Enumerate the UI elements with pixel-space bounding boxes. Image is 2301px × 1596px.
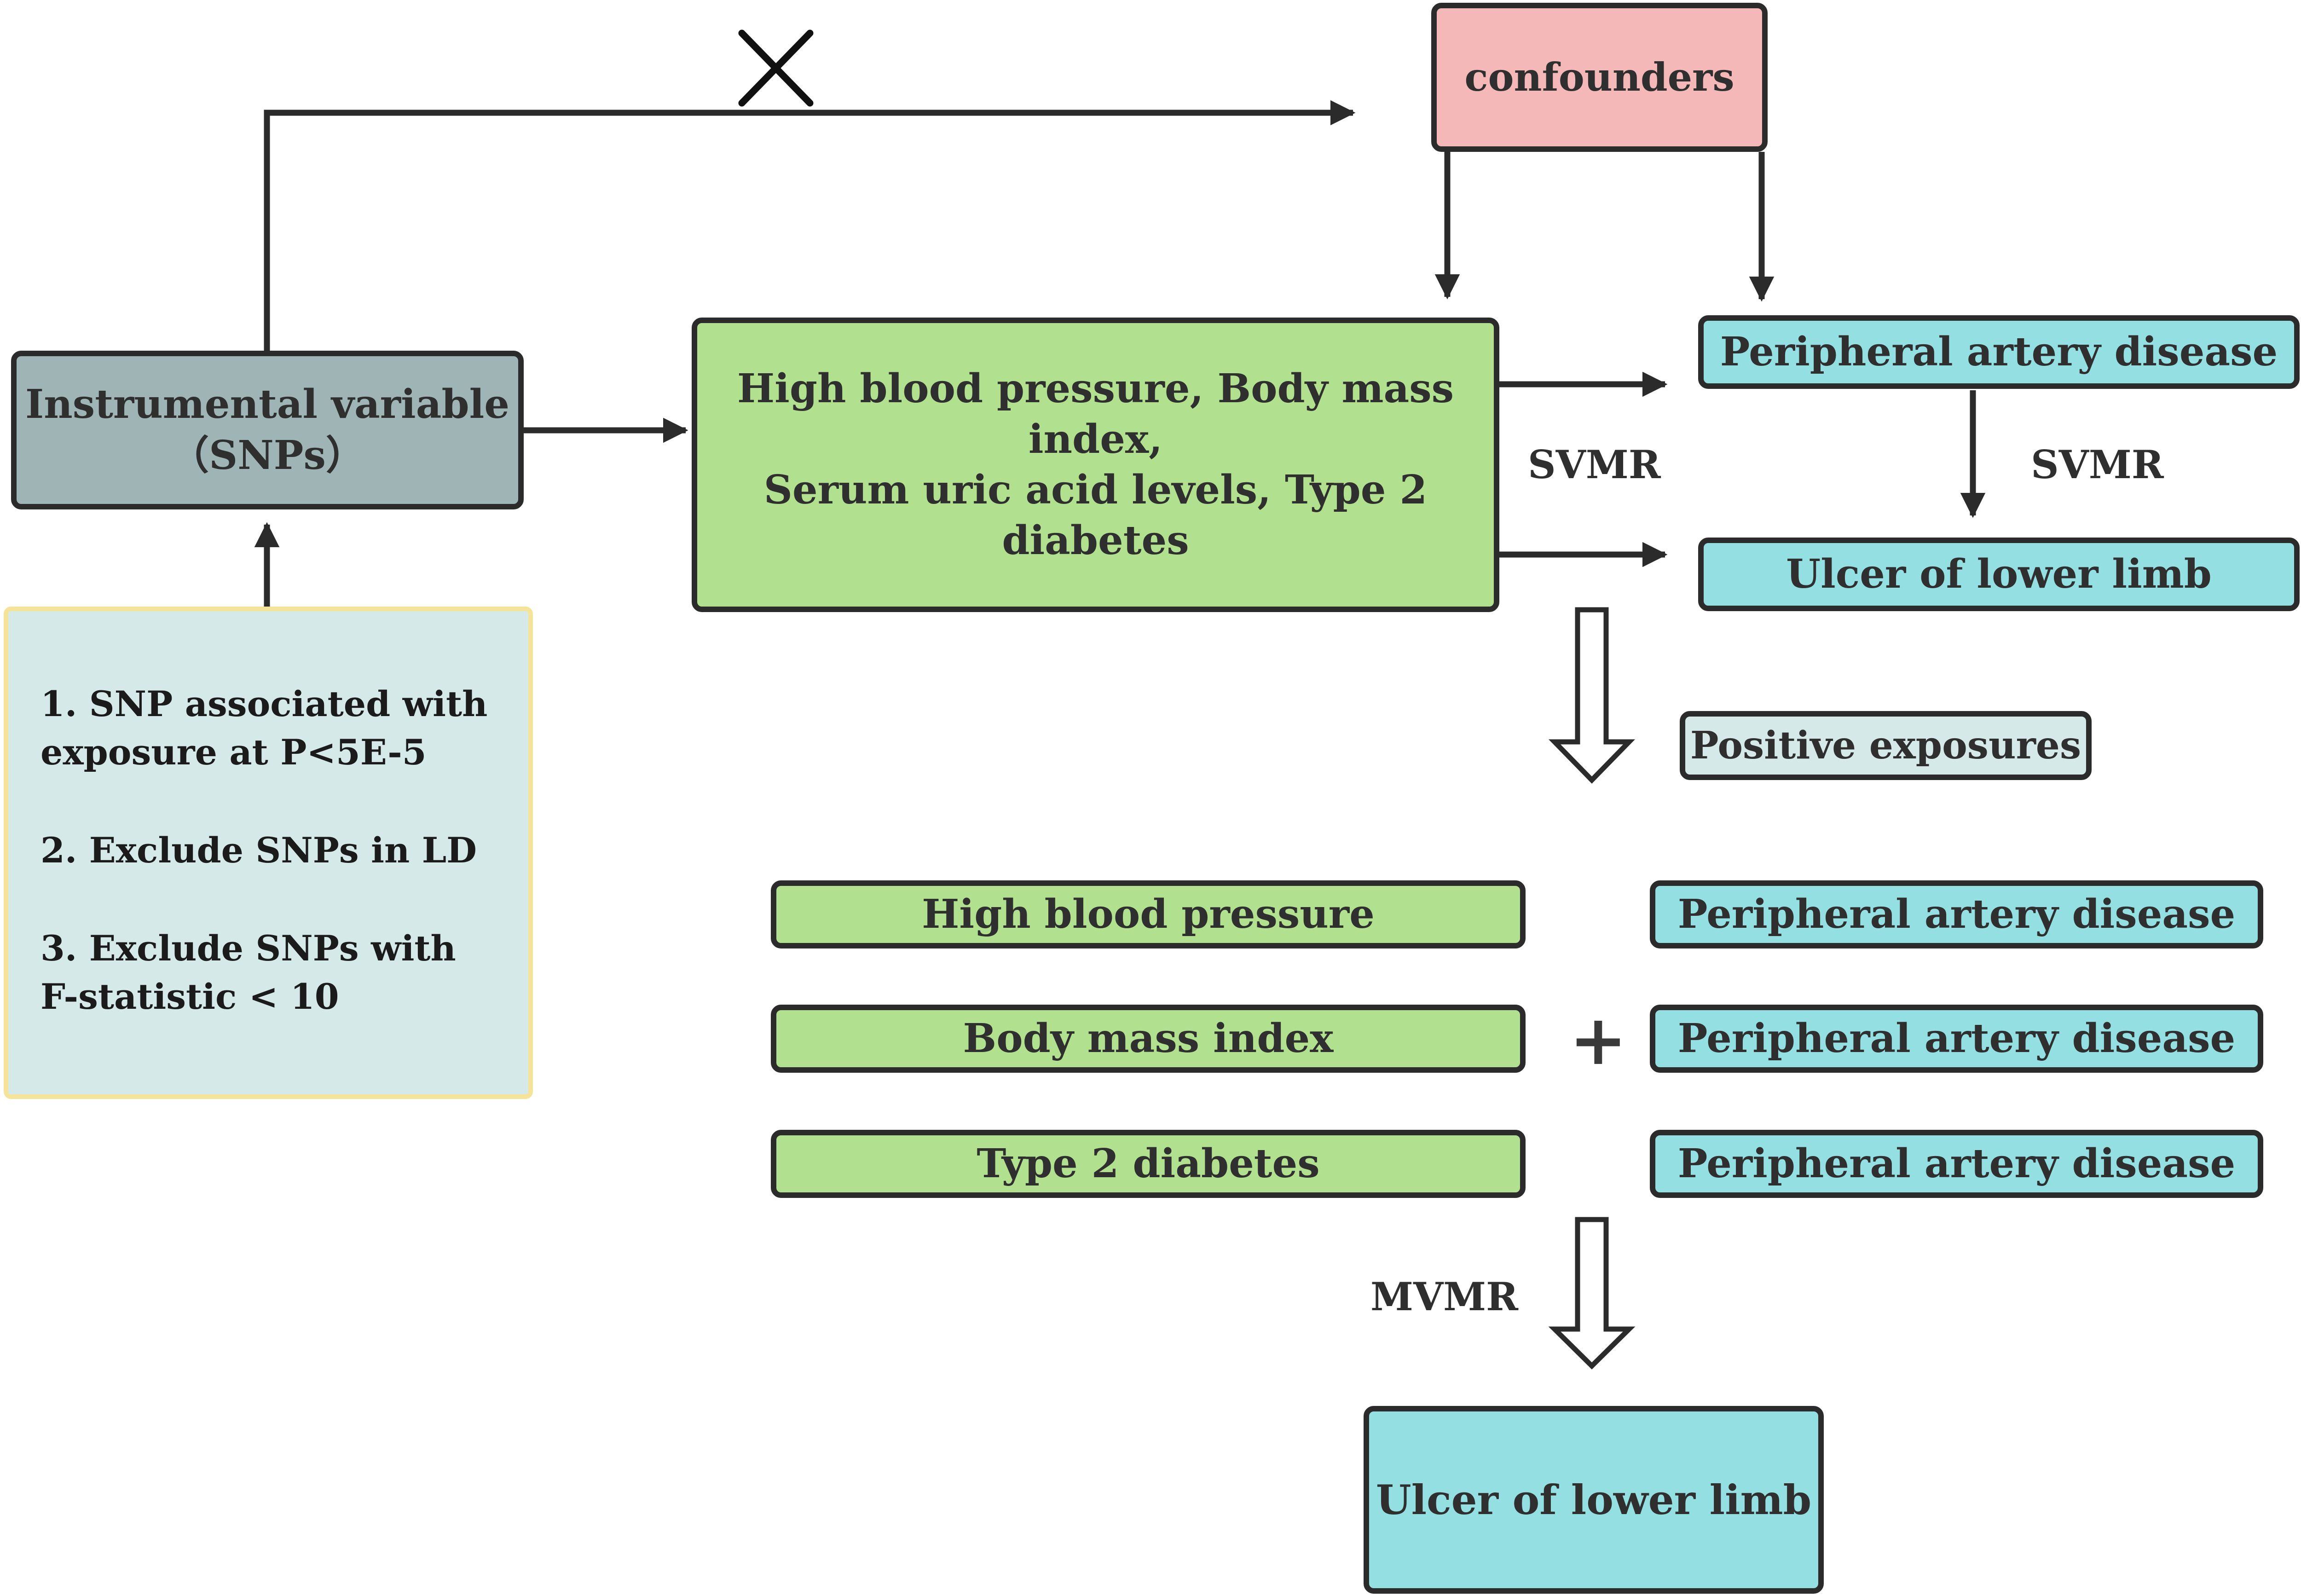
- criteria-item-1: 1. SNP associated with exposure at P<5E-…: [40, 680, 510, 777]
- mvmr-exposure-box: Type 2 diabetes: [771, 1130, 1526, 1198]
- mvmr-exposure-label: Body mass index: [963, 1015, 1334, 1062]
- exposures-box: High blood pressure, Body mass index, Se…: [692, 318, 1499, 612]
- final-ulcer-lower-limb-label: Ulcer of lower limb: [1376, 1475, 1812, 1524]
- mvmr-exposure-box: Body mass index: [771, 1005, 1526, 1073]
- snp-selection-criteria-box: 1. SNP associated with exposure at P<5E-…: [4, 607, 533, 1099]
- instrumental-variable-line2: （SNPs）: [169, 432, 365, 479]
- peripheral-artery-disease-label: Peripheral artery disease: [1720, 328, 2278, 375]
- hollow-down-arrow-icon: [1548, 607, 1636, 784]
- positive-exposures-box: Positive exposures: [1680, 711, 2092, 780]
- criteria-item-1-line2: exposure at P<5E-5: [40, 731, 427, 773]
- mvmr-exposure-label: High blood pressure: [922, 891, 1375, 937]
- mvmr-exposure-label: Type 2 diabetes: [977, 1140, 1320, 1187]
- blocked-path-x-icon: [738, 29, 814, 107]
- positive-exposures-label: Positive exposures: [1690, 723, 2081, 768]
- ulcer-lower-limb-box: Ulcer of lower limb: [1698, 538, 2300, 611]
- svmr-right-label: SVMR: [2031, 442, 2164, 487]
- criteria-item-1-line1: 1. SNP associated with: [40, 683, 488, 724]
- svmr-left-label: SVMR: [1528, 442, 1661, 487]
- exposures-line2: Serum uric acid levels, Type 2 diabetes: [763, 467, 1428, 564]
- hollow-down-arrow-icon: [1548, 1217, 1636, 1370]
- confounders-label: confounders: [1464, 54, 1734, 100]
- mvmr-outcome-label: Peripheral artery disease: [1677, 1015, 2236, 1062]
- criteria-item-3-line1: 3. Exclude SNPs with: [40, 927, 456, 969]
- mvmr-outcome-label: Peripheral artery disease: [1677, 891, 2236, 937]
- criteria-item-2: 2. Exclude SNPs in LD: [40, 827, 510, 875]
- peripheral-artery-disease-box: Peripheral artery disease: [1698, 315, 2300, 389]
- mvmr-outcome-label: Peripheral artery disease: [1677, 1140, 2236, 1187]
- mvmr-exposure-box: High blood pressure: [771, 880, 1526, 948]
- criteria-item-2-line1: 2. Exclude SNPs in LD: [40, 829, 477, 871]
- confounders-box: confounders: [1431, 3, 1768, 152]
- criteria-item-3-line2: F-statistic < 10: [40, 976, 339, 1017]
- mvmr-outcome-box: Peripheral artery disease: [1650, 880, 2263, 948]
- ulcer-lower-limb-label: Ulcer of lower limb: [1786, 550, 2212, 597]
- instrumental-variable-box: Instrumental variable （SNPs）: [11, 351, 524, 509]
- criteria-item-3: 3. Exclude SNPs with F-statistic < 10: [40, 925, 510, 1021]
- exposures-line1: High blood pressure, Body mass index,: [737, 365, 1454, 463]
- mvmr-label: MVMR: [1370, 1274, 1518, 1319]
- mvmr-outcome-box: Peripheral artery disease: [1650, 1130, 2263, 1198]
- iv-to-confounder-path: [264, 100, 1356, 351]
- instrumental-variable-line1: Instrumental variable: [25, 381, 509, 428]
- final-ulcer-lower-limb-box: Ulcer of lower limb: [1364, 1406, 1824, 1594]
- mvmr-outcome-box: Peripheral artery disease: [1650, 1005, 2263, 1073]
- plus-icon: +: [1569, 1000, 1627, 1081]
